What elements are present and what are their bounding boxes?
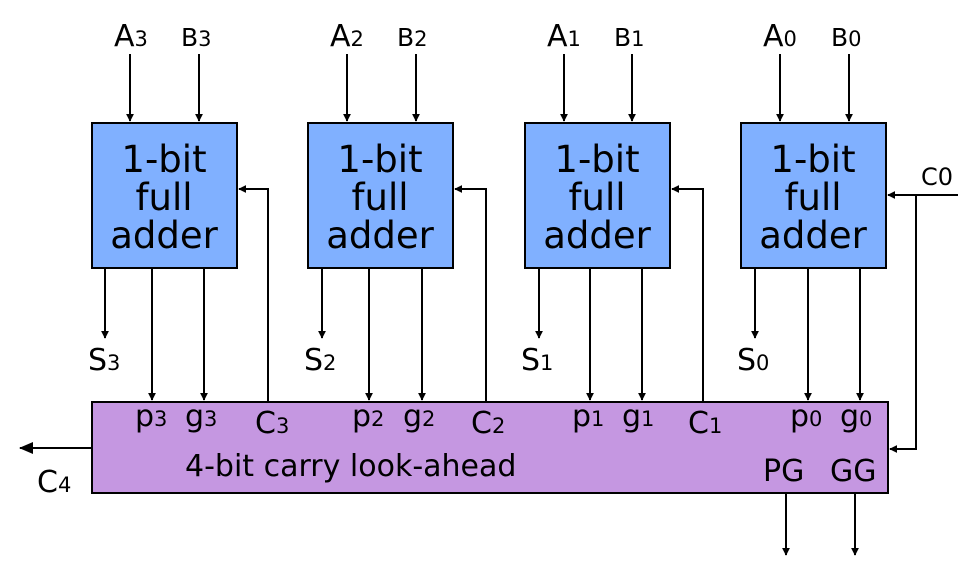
sum-s2-label: S2 [304, 343, 336, 378]
adder-label-line1: 1-bit [770, 138, 855, 181]
port-c1-label: C1 [688, 406, 722, 441]
carry-lookahead-title: 4-bit carry look-ahead [185, 449, 516, 484]
port-g1-label: g1 [622, 399, 654, 434]
port-c3-label: C3 [255, 406, 289, 441]
propagate-generate-wires [148, 268, 864, 401]
port-g3-label: g3 [185, 399, 217, 434]
carry-feedback-wires [238, 185, 704, 402]
full-adder-2: 1-bit full adder [307, 122, 454, 269]
port-c2-label: C2 [471, 406, 505, 441]
input-b3-label: B3 [181, 23, 212, 52]
full-adder-3: 1-bit full adder [91, 122, 238, 269]
port-g0-label: g0 [840, 399, 872, 434]
sum-s0-label: S0 [737, 343, 769, 378]
carry-in-label: C0 [921, 163, 953, 191]
adder-label-line3: adder [110, 214, 218, 257]
adder-label-line2: full [784, 176, 841, 219]
input-wires [126, 54, 853, 122]
sum-s3-label: S3 [88, 343, 120, 378]
input-b2-label: B2 [397, 23, 428, 52]
sum-wires [101, 268, 759, 339]
port-gg-label: GG [830, 454, 877, 489]
adder-label-line1: 1-bit [337, 138, 422, 181]
full-adder-0: 1-bit full adder [740, 122, 887, 269]
sum-labels: S3 S2 S1 S0 [88, 343, 769, 378]
adder-label-line2: full [135, 176, 192, 219]
group-output-wires [782, 493, 859, 556]
input-b1-label: B1 [614, 23, 645, 52]
input-a1-label: A1 [547, 19, 581, 54]
input-labels: A3 B3 A2 B2 A1 B1 A0 B0 [114, 19, 862, 54]
carry-in-wires [887, 191, 958, 453]
port-p1-label: p1 [572, 399, 604, 434]
cla-port-labels: p3 g3 C3 p2 g2 C2 p1 g1 C1 p0 g0 PG GG [135, 399, 877, 489]
adder-label-line2: full [568, 176, 625, 219]
full-adder-1: 1-bit full adder [524, 122, 671, 269]
port-pg-label: PG [763, 454, 804, 489]
carry-out-label: C4 [37, 465, 71, 500]
port-p2-label: p2 [352, 399, 384, 434]
port-p0-label: p0 [790, 399, 822, 434]
input-b0-label: B0 [831, 23, 862, 52]
input-a0-label: A0 [763, 19, 797, 54]
port-g2-label: g2 [403, 399, 435, 434]
input-a2-label: A2 [330, 19, 364, 54]
adder-label-line3: adder [543, 214, 651, 257]
adder-label-line3: adder [759, 214, 867, 257]
carry-lookahead-block [91, 401, 889, 494]
adder-label-line1: 1-bit [554, 138, 639, 181]
adder-label-line2: full [351, 176, 408, 219]
adder-label-line3: adder [326, 214, 434, 257]
port-p3-label: p3 [135, 399, 167, 434]
input-a3-label: A3 [114, 19, 148, 54]
adder-label-line1: 1-bit [121, 138, 206, 181]
sum-s1-label: S1 [521, 343, 553, 378]
